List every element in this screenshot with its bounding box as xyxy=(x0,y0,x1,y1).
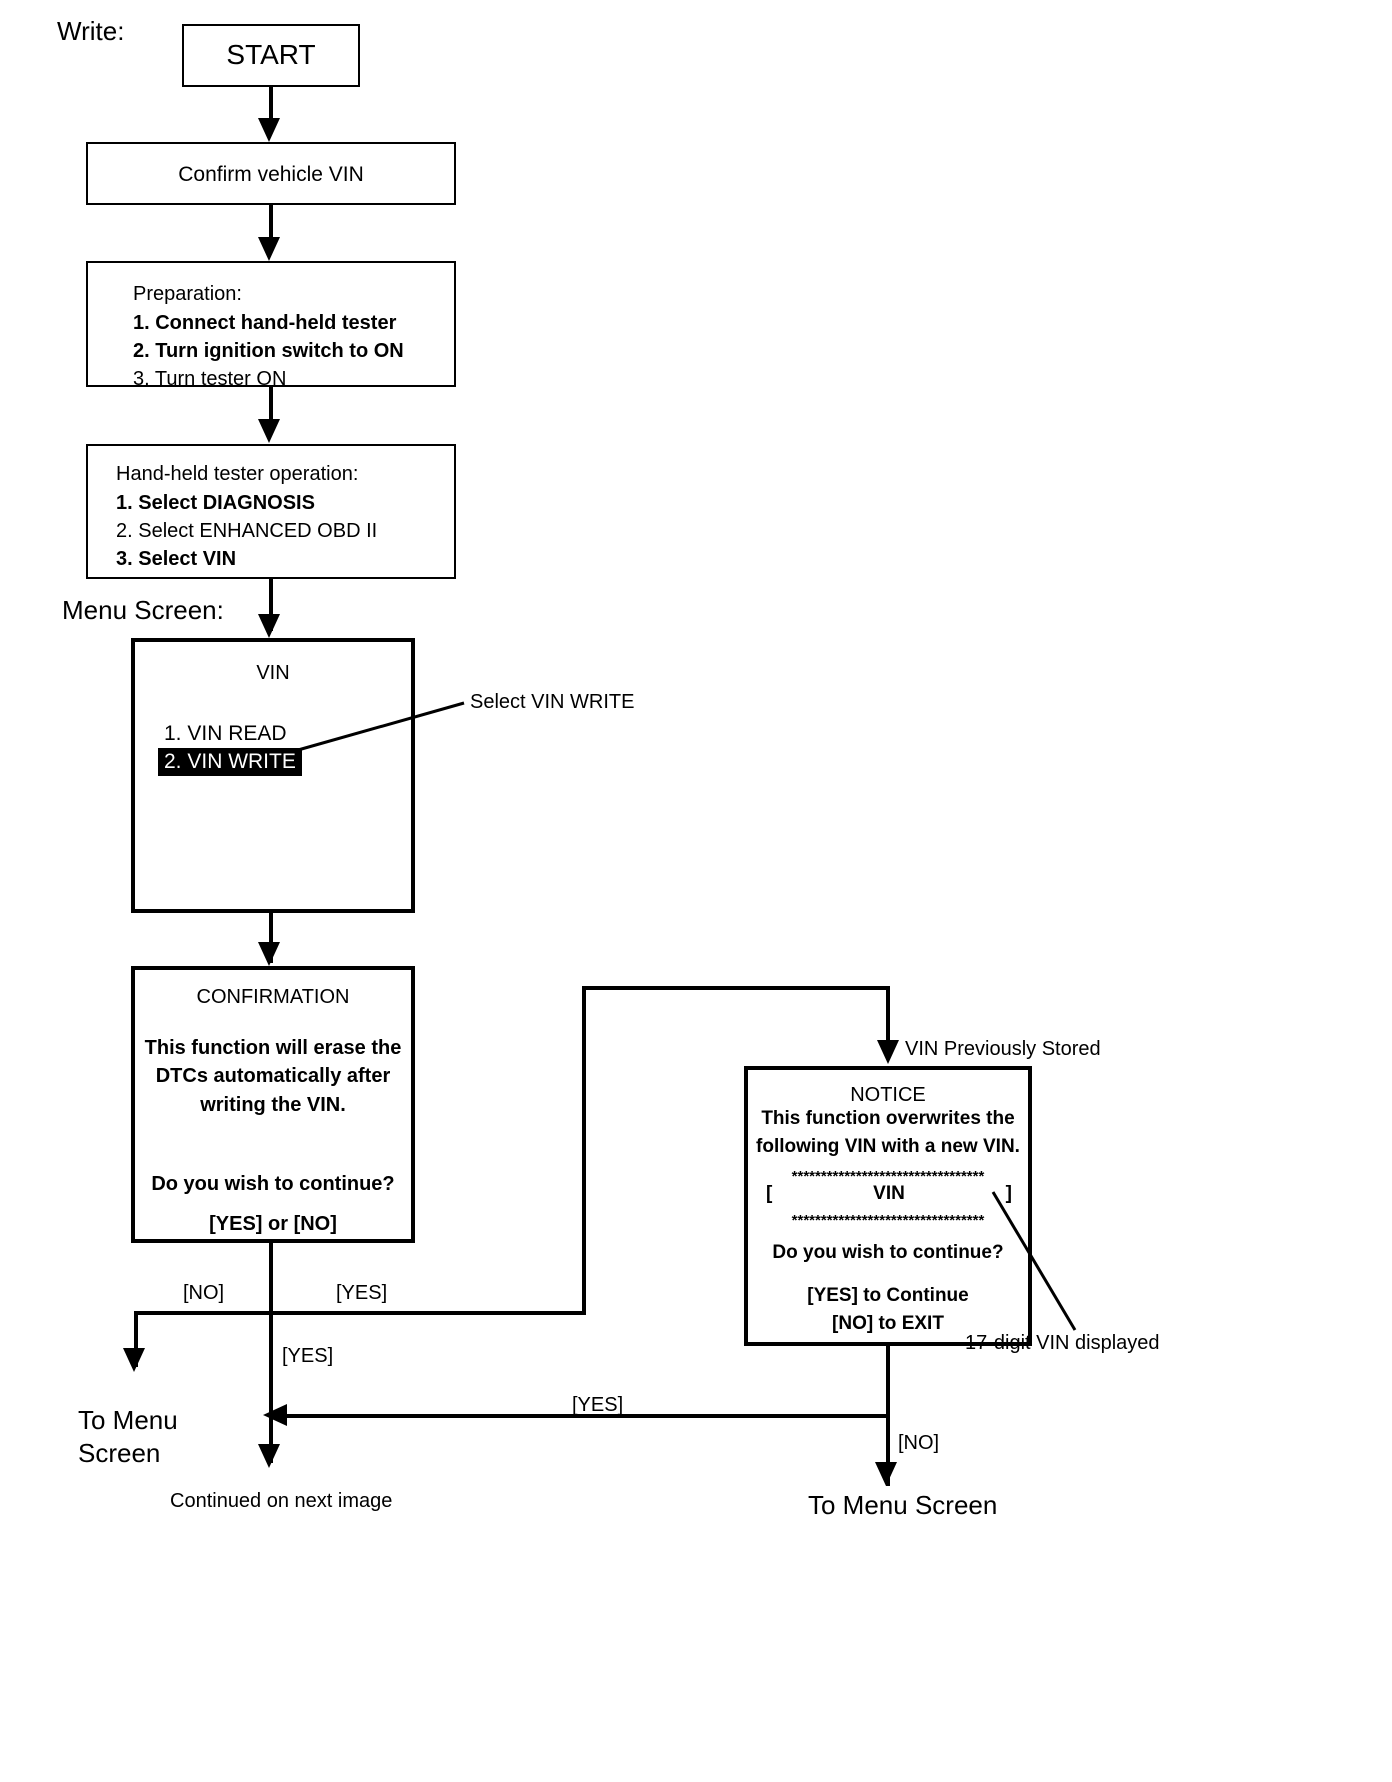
notice-vin-placeholder: VIN xyxy=(873,1183,905,1204)
notice-option-no: [NO] to EXIT xyxy=(832,1313,944,1334)
menu-screen-label: Menu Screen: xyxy=(62,595,224,625)
notice-bracket-open: [ xyxy=(766,1183,773,1204)
connector-yes-across-top xyxy=(582,986,890,990)
confirmation-title: CONFIRMATION xyxy=(196,986,350,1008)
connector-no-left xyxy=(136,1311,273,1315)
flow-label-yes-down: [YES] xyxy=(282,1345,334,1367)
preparation-box: Preparation: 1. Connect hand-held tester… xyxy=(86,261,456,390)
confirm-vehicle-vin-box: Confirm vehicle VIN xyxy=(86,142,456,205)
flow-label-no-confirmation: [NO] xyxy=(183,1282,225,1304)
menu-item-vin-read[interactable]: 1. VIN READ xyxy=(164,722,287,745)
tester-operation-step-1: 1. Select DIAGNOSIS xyxy=(116,492,315,514)
tester-operation-step-2: 2. Select ENHANCED OBD II xyxy=(116,520,378,542)
confirmation-body: This function will erase the DTCs automa… xyxy=(144,1037,402,1116)
connector-notice-yes-left xyxy=(285,1414,888,1418)
connector-notice-bottom xyxy=(886,1346,890,1416)
connector-notice-no-down xyxy=(886,1414,890,1486)
preparation-step-3: 3. Turn tester ON xyxy=(133,368,287,390)
vin-menu-screen: VIN 1. VIN READ 2. VIN WRITE xyxy=(131,638,415,913)
arrowhead-preparation-to-tester xyxy=(258,419,280,443)
connector-vin-menu-to-confirmation xyxy=(269,913,273,963)
annotation-vin-previously-stored: VIN Previously Stored xyxy=(905,1038,1101,1060)
start-box: START xyxy=(182,24,360,87)
arrowhead-notice-no-to-menu xyxy=(875,1462,897,1486)
confirmation-question: Do you wish to continue? xyxy=(151,1173,395,1195)
flow-label-no-notice: [NO] xyxy=(898,1432,940,1454)
notice-screen: NOTICE This function overwrites the foll… xyxy=(744,1066,1032,1346)
notice-question: Do you wish to continue? xyxy=(772,1242,1004,1263)
arrowhead-no-to-menu-left xyxy=(123,1348,145,1372)
vin-menu-title: VIN xyxy=(256,662,290,684)
notice-line-2: following VIN with a new VIN. xyxy=(756,1136,1020,1157)
flow-label-yes-confirmation: [YES] xyxy=(336,1282,388,1304)
flow-label-yes-notice: [YES] xyxy=(572,1394,624,1416)
arrowhead-tester-to-vin-menu xyxy=(258,614,280,638)
notice-bracket-close: ] xyxy=(1005,1183,1012,1204)
notice-stars-bottom: ********************************* xyxy=(791,1212,985,1229)
start-box-label: START xyxy=(226,39,316,70)
tester-operation-box: Hand-held tester operation: 1. Select DI… xyxy=(86,444,456,579)
preparation-step-1: 1. Connect hand-held tester xyxy=(133,312,397,334)
arrowhead-start-to-confirm xyxy=(258,118,280,142)
connector-preparation-to-tester xyxy=(269,387,273,433)
confirmation-screen: CONFIRMATION This function will erase th… xyxy=(131,966,415,1243)
connector-yes-right xyxy=(269,1311,586,1315)
preparation-heading: Preparation: xyxy=(133,283,242,305)
arrowhead-yes-to-notice xyxy=(877,1040,899,1064)
connector-confirmation-trunk xyxy=(269,1243,273,1315)
tester-operation-heading: Hand-held tester operation: xyxy=(116,463,359,485)
confirm-vehicle-vin-label: Confirm vehicle VIN xyxy=(178,163,364,186)
connector-tester-to-vin-menu xyxy=(269,579,273,631)
notice-vin-row: [ VIN ] xyxy=(766,1183,1012,1205)
arrowhead-notice-yes-to-menu xyxy=(263,1404,287,1426)
vin-menu-list: 1. VIN READ 2. VIN WRITE xyxy=(158,720,302,776)
preparation-step-2: 2. Turn ignition switch to ON xyxy=(133,340,404,362)
notice-option-yes: [YES] to Continue xyxy=(807,1285,969,1306)
menu-item-vin-write[interactable]: 2. VIN WRITE xyxy=(158,748,302,776)
notice-line-1: This function overwrites the xyxy=(761,1108,1015,1129)
arrowhead-confirm-to-preparation xyxy=(258,237,280,261)
terminal-continued-next-image: Continued on next image xyxy=(170,1490,393,1512)
connector-trunk-to-continued xyxy=(269,1311,273,1463)
annotation-17-digit-vin: 17-digit VIN displayed xyxy=(965,1332,1160,1354)
tester-operation-step-3: 3. Select VIN xyxy=(116,548,237,570)
connector-yes-up xyxy=(582,986,586,1313)
notice-stars-top: ********************************* xyxy=(791,1168,985,1185)
connector-no-down xyxy=(134,1311,138,1367)
arrowhead-to-continued xyxy=(258,1444,280,1468)
section-label-write: Write: xyxy=(57,16,125,46)
annotation-select-vin-write: Select VIN WRITE xyxy=(470,691,635,713)
terminal-to-menu-screen-left: To Menu Screen xyxy=(78,1405,178,1469)
connector-yes-down-to-notice xyxy=(886,986,890,1056)
arrowhead-vin-menu-to-confirmation xyxy=(258,942,280,966)
terminal-to-menu-screen-right: To Menu Screen xyxy=(808,1490,998,1520)
connector-confirm-to-preparation xyxy=(269,205,273,251)
connector-start-to-confirm xyxy=(269,87,273,131)
notice-title: NOTICE xyxy=(850,1084,926,1106)
confirmation-options: [YES] or [NO] xyxy=(209,1213,337,1235)
